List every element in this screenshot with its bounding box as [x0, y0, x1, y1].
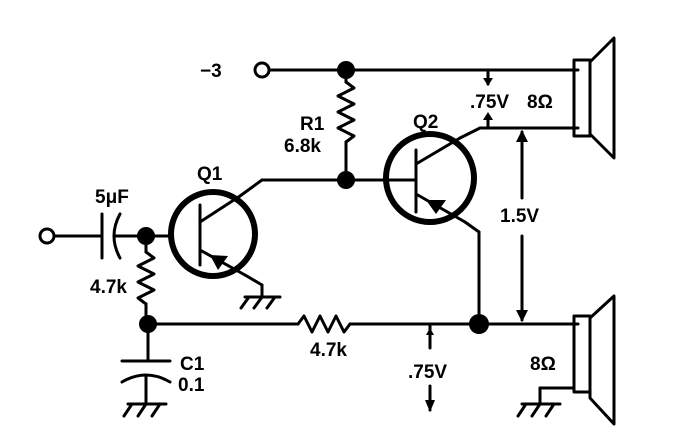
r1-name: R1 [300, 114, 325, 135]
transistor-q1: Q1 [168, 164, 348, 299]
r-feedback-value: 4.7k [310, 340, 347, 361]
speaker-bottom-impedance: 8Ω [530, 354, 556, 375]
speaker-top-impedance: 8Ω [527, 92, 553, 113]
voltage-annotation-top: .75V [470, 70, 509, 128]
ground-q1 [239, 295, 282, 310]
resistor-r1: R1 6.8k [284, 68, 356, 182]
r1-value: 6.8k [284, 136, 321, 157]
resistor-feedback: 4.7k [296, 314, 352, 361]
supply-label: −3 [200, 61, 222, 82]
capacitor-c1: C1 0.1 [120, 322, 205, 406]
v-bottom-label: .75V [408, 362, 447, 383]
c1-name: C1 [180, 354, 205, 375]
v-span-label: 1.5V [500, 206, 539, 227]
c-in-value: 5μF [95, 187, 129, 208]
speaker-top [572, 36, 616, 160]
ground-speaker [516, 402, 562, 418]
resistor-bias: 4.7k [90, 234, 156, 326]
q2-name: Q2 [413, 112, 438, 133]
r-bias-value: 4.7k [90, 277, 127, 298]
voltage-annotation-bottom: .75V [408, 324, 447, 412]
v-top-label: .75V [470, 92, 509, 113]
capacitor-input: 5μF [95, 187, 129, 260]
voltage-annotation-span: 1.5V [500, 130, 539, 322]
supply-terminal: −3 [200, 61, 271, 82]
q1-name: Q1 [197, 164, 223, 185]
input-terminal [38, 227, 56, 245]
speaker-bottom: 8Ω [530, 294, 616, 426]
transistor-q2: Q2 [344, 112, 580, 326]
ground-c1 [122, 402, 168, 418]
c1-value: 0.1 [178, 375, 205, 396]
